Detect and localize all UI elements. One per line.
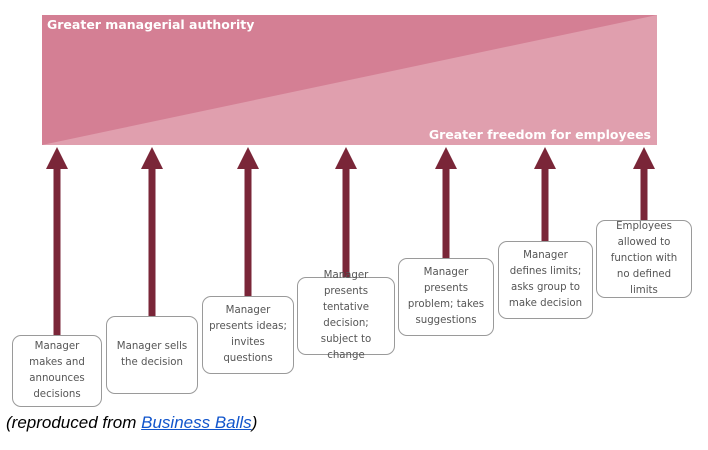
style-box-6: Manager defines limits; asks group to ma… [498,241,593,319]
arrow-head-5 [435,147,457,169]
business-balls-link[interactable]: Business Balls [141,413,252,432]
arrows-group [46,147,655,335]
managerial-authority-label: Greater managerial authority [47,17,255,32]
caption-prefix: (reproduced from [6,413,142,432]
style-box-1: Manager makes and announces decisions [12,335,102,407]
employee-freedom-label: Greater freedom for employees [428,127,651,142]
arrow-head-3 [237,147,259,169]
arrow-head-6 [534,147,556,169]
authority-freedom-band [42,15,657,335]
style-box-7: Employees allowed to function with no de… [596,220,692,298]
arrow-head-4 [335,147,357,169]
style-box-2: Manager sells the decision [106,316,198,394]
arrow-head-1 [46,147,68,169]
arrow-head-2 [141,147,163,169]
arrow-shaft-7 [640,168,648,220]
arrow-shaft-3 [244,168,252,296]
managerial-authority-area [42,15,657,145]
arrow-head-7 [633,147,655,169]
leadership-continuum-diagram: Greater managerial authority Greater fre… [12,15,692,407]
arrow-shaft-2 [148,168,156,316]
arrow-shaft-4 [342,168,350,277]
arrow-shaft-5 [442,168,450,258]
arrow-shaft-1 [53,168,61,335]
style-box-3: Manager presents ideas; invites question… [202,296,294,374]
style-box-4: Manager presents tentative decision; sub… [297,270,395,361]
arrow-shaft-6 [541,168,549,241]
caption-suffix: ) [251,413,258,432]
style-box-5: Manager presents problem; takes suggesti… [398,258,494,336]
source-caption: (reproduced from Business Balls) [6,413,257,433]
